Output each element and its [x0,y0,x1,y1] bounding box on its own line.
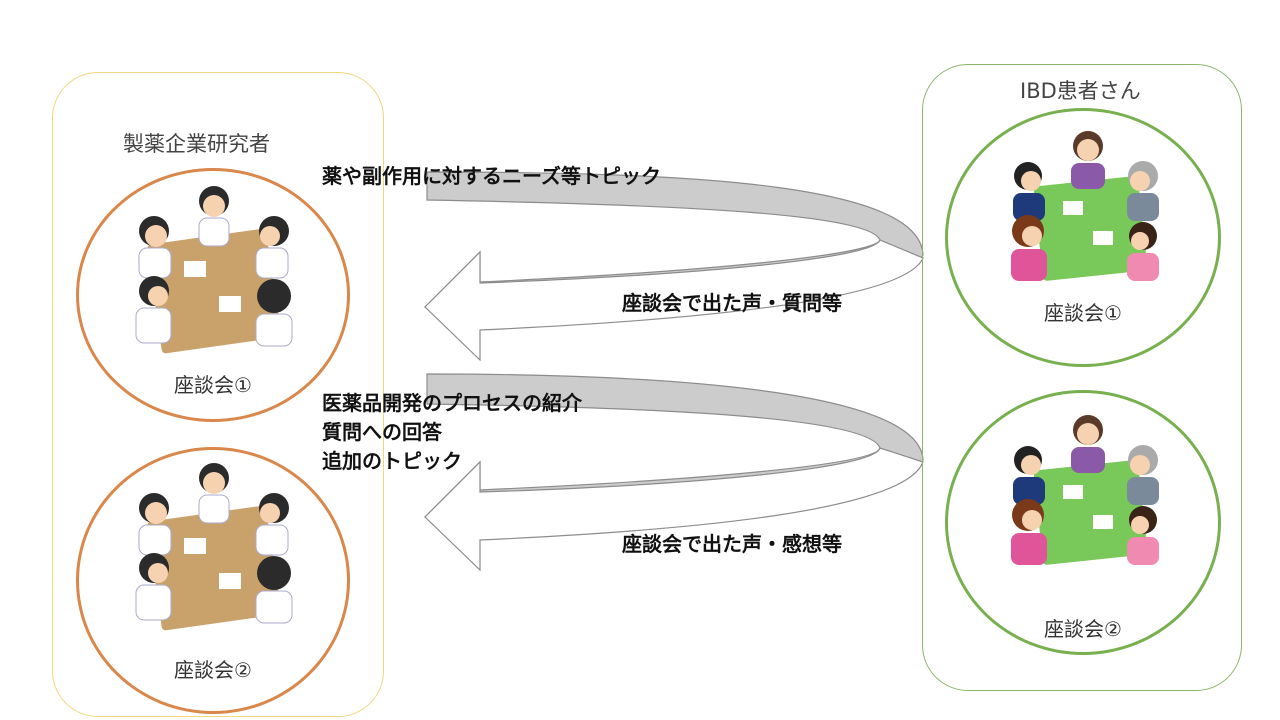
researchers-title: 製薬企業研究者 [123,132,270,156]
patients-panel: IBD患者さん [922,64,1242,691]
patients-meeting-illustration [1011,131,1159,281]
topic-1-text: 薬や副作用に対するニーズ等トピック [322,164,661,188]
flow-arrow-top-return [424,239,924,362]
patients-session-1: 座談会① [945,108,1221,367]
researchers-meeting-illustration [135,186,293,354]
topic-2-line-1: 医薬品開発のプロセスの紹介 [322,391,582,415]
researchers-session-1: 座談会① [76,168,350,422]
session-label: 座談会① [174,373,252,397]
topic-2-line-3: 追加のトピック [322,449,462,473]
session-label: 座談会① [1044,301,1122,325]
patients-meeting-illustration [1011,415,1159,565]
researchers-meeting-illustration [135,463,293,631]
patients-session-2: 座談会② [945,390,1221,655]
feedback-1-text: 座談会で出た声・質問等 [622,291,842,315]
session-label: 座談会② [174,658,252,682]
researchers-panel: 製薬企業研究者 [52,72,384,717]
flow-arrow-bottom-return [424,447,924,572]
session-label: 座談会② [1044,617,1122,641]
researchers-session-2: 座談会② [76,447,350,714]
feedback-2-text: 座談会で出た声・感想等 [622,532,842,556]
patients-title: IBD患者さん [1020,79,1141,103]
topic-2-line-2: 質問への回答 [322,420,442,444]
